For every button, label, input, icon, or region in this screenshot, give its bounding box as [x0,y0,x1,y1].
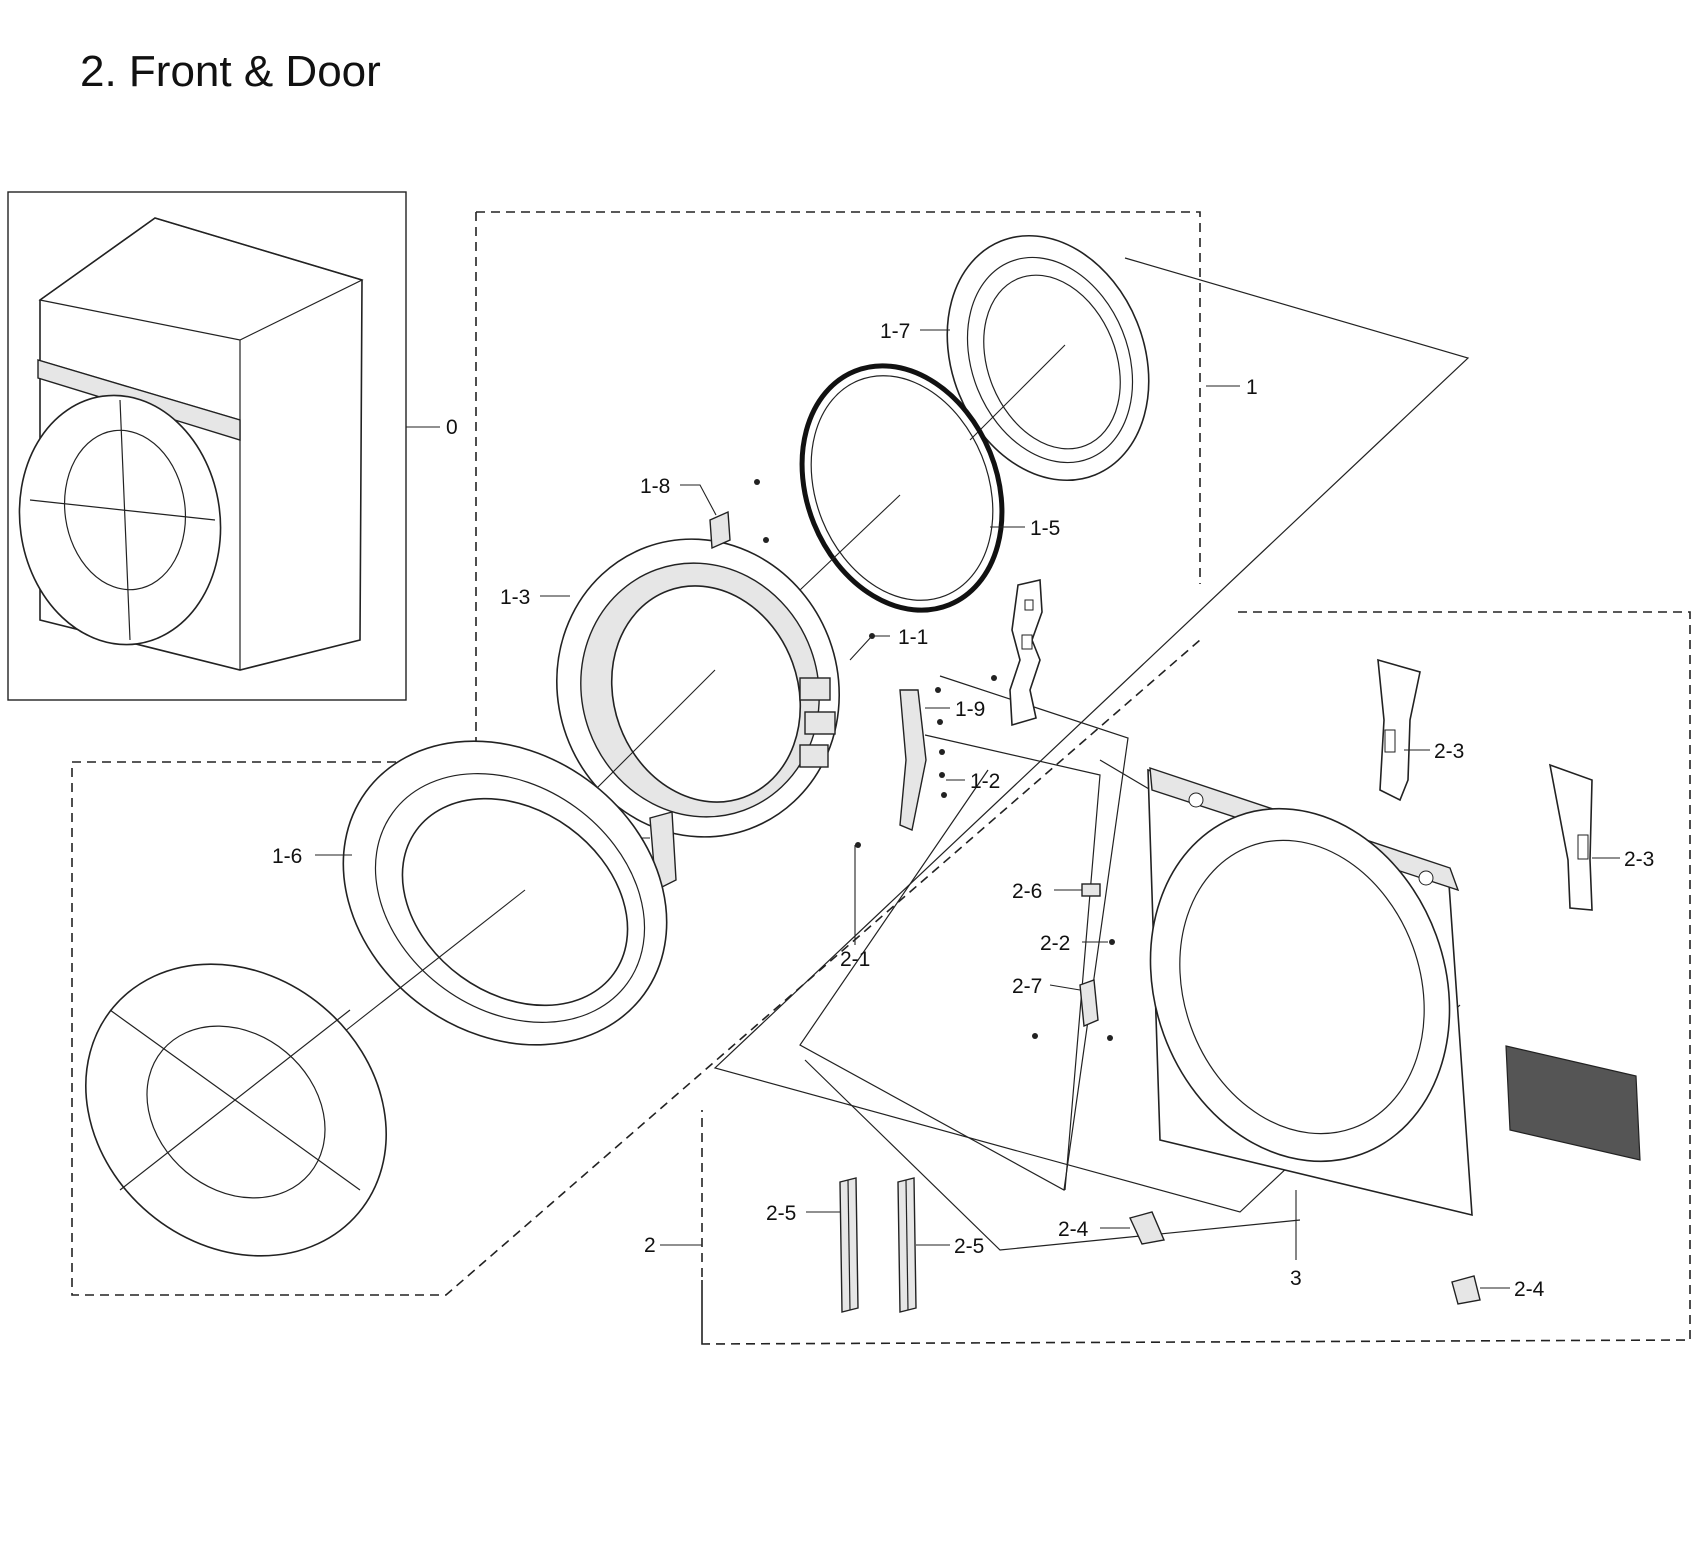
part-2-5-strip-a [806,1177,859,1313]
callout-2-4-a: 2-4 [1058,1218,1089,1241]
part-1-6-door-outer [339,740,668,1046]
front-panel-boundary [701,611,1691,1345]
hinge-plate [991,579,1043,727]
callout-2-6: 2-6 [1012,880,1042,903]
mesh-panel [1505,1045,1641,1161]
part-1-9-hinge [899,687,950,831]
door-assembly-boundary [71,211,1201,1296]
callout-1: 1 [1246,376,1258,399]
callout-2-5-b: 2-5 [954,1235,984,1258]
callout-2-3-a: 2-3 [1434,740,1464,763]
callout-1-6: 1-6 [272,845,302,868]
callout-2-1: 2-1 [840,948,870,971]
callout-1-5: 1-5 [1030,517,1060,540]
diagram-title: 2. Front & Door [80,47,381,96]
part-3-front-panel [1147,766,1473,1260]
callout-0: 0 [446,416,458,439]
callout-2-3-b: 2-3 [1624,848,1654,871]
callout-3: 3 [1290,1267,1302,1290]
part-1-5-gasket [799,363,1005,613]
callout-2-4-b: 2-4 [1514,1278,1545,1301]
part-2-4-clip-b [1451,1275,1510,1305]
part-2-3-bracket-a [1377,658,1430,802]
callout-2-2: 2-2 [1040,932,1070,955]
assembly-overview [7,191,407,701]
callout-2-7: 2-7 [1012,975,1042,998]
part-1-7-door-glass [946,234,1150,482]
door-bowl [85,963,387,1257]
callout-1-1: 1-1 [898,626,928,649]
part-2-3-bracket-b [1548,763,1620,911]
part-2-4-clip-a [1100,1211,1165,1245]
callout-2-5-a: 2-5 [766,1202,796,1225]
part-2-5-strip-b [897,1177,950,1313]
part-2-7-switch [1032,979,1113,1041]
part-2-6-sensor [1054,883,1101,897]
callout-1-7: 1-7 [880,320,910,343]
part-2-1-screws [854,842,861,945]
part-1-1-screw [849,633,890,661]
callout-2: 2 [644,1234,656,1257]
part-1-8-clip [680,479,769,550]
callout-1-3: 1-3 [500,586,530,609]
part-1-2-screws [939,772,965,798]
callout-1-8: 1-8 [640,475,670,498]
callout-1-2: 1-2 [970,770,1000,793]
part-1-3-door-frame [555,538,841,838]
callout-1-9: 1-9 [955,698,985,721]
part-2-2-screw [1082,939,1115,945]
